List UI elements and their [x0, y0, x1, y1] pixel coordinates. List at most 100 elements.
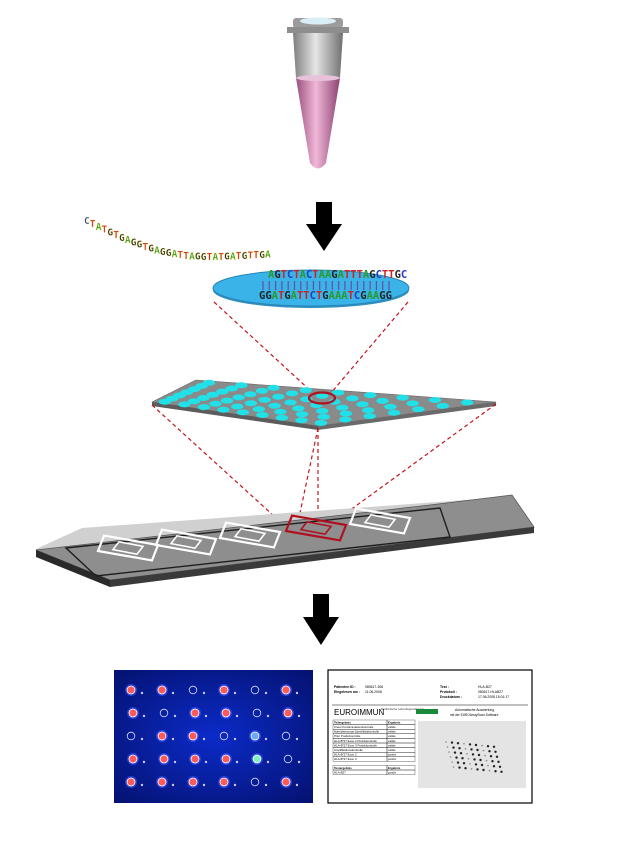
- strand-base: G: [160, 247, 166, 258]
- mini-scan-spot: [450, 741, 454, 744]
- scan-spot: [281, 777, 291, 787]
- chip-spot: [187, 398, 201, 405]
- down-arrow-2: [303, 594, 339, 645]
- chip-spot: [256, 412, 269, 418]
- mini-scan-spot: [489, 755, 493, 758]
- scan-spot: [126, 685, 136, 695]
- scan-spot-label: [264, 737, 268, 741]
- mini-scan-spot: [469, 763, 471, 765]
- report-field-value: 080617-HLAB27: [478, 690, 503, 694]
- mini-scan-spot: [494, 770, 497, 773]
- probe-base: A: [367, 290, 374, 302]
- auto-eval-subtitle: mit der EUROArrayScan-Software: [450, 713, 499, 717]
- table-cell-text: valide: [388, 748, 396, 752]
- probe-base: A: [268, 269, 275, 281]
- probe-base: G: [259, 290, 265, 302]
- chip-spot: [292, 405, 305, 412]
- mini-scan-spot: [485, 759, 488, 762]
- table-cell-text: HLA-B27: [334, 770, 346, 774]
- probe-base: T: [312, 269, 318, 281]
- mini-scan-spot: [464, 748, 467, 750]
- strand-base: T: [90, 219, 96, 230]
- mini-scan-spot: [446, 746, 449, 748]
- mini-scan-spot: [486, 745, 490, 748]
- scan-spot: [252, 754, 262, 764]
- chip-spot: [209, 400, 222, 407]
- slide-edge-front: [36, 550, 110, 587]
- chip-spot: [225, 385, 238, 392]
- scan-spot: [221, 708, 231, 718]
- scan-spot-label: [140, 737, 144, 741]
- scan-empty-spot: [281, 731, 291, 741]
- mini-scan-spot: [466, 753, 468, 755]
- chip-spot: [317, 413, 330, 420]
- chip-spot: [285, 390, 299, 397]
- strand-base: G: [242, 251, 248, 262]
- chip-spot: [406, 400, 419, 407]
- strand-base: G: [131, 238, 137, 249]
- reaction-tube: [287, 17, 349, 169]
- scan-spot-label: [235, 714, 239, 718]
- chip-spot: [396, 394, 409, 401]
- strand-base: A: [154, 245, 160, 256]
- mini-scan-spot: [497, 760, 500, 763]
- scan-background: [114, 670, 313, 803]
- array-chip: [151, 379, 497, 430]
- chip-spot: [356, 401, 369, 408]
- slide-edge-side: [110, 527, 534, 587]
- probe-bottom-sequence: GGATGATTCTGAAATCGAAGG: [259, 290, 392, 302]
- scan-empty-spot: [250, 777, 260, 787]
- strand-base: T: [253, 250, 259, 261]
- table-cell-text: Teilergebnis: [334, 720, 351, 724]
- probe-base: C: [310, 290, 316, 302]
- scan-empty-spot: [188, 685, 198, 695]
- mini-scan-spot: [463, 743, 465, 745]
- probe-base: C: [401, 269, 407, 281]
- scan-spot-label: [264, 691, 268, 695]
- chip-spot: [235, 382, 248, 389]
- chip-edge-left: [152, 402, 318, 430]
- scan-spot: [188, 731, 198, 741]
- report-field-value: HLA-B27: [478, 685, 492, 689]
- chip-spot: [362, 407, 375, 414]
- chip-spot: [339, 410, 353, 417]
- scan-spot-label: [233, 691, 237, 695]
- scan-spot-label: [233, 783, 237, 787]
- table-cell-text: valide: [388, 743, 396, 747]
- probe-base: A: [325, 269, 332, 281]
- mini-scan-spot: [471, 753, 475, 756]
- chip-spot: [316, 392, 329, 399]
- mini-scan-spot: [476, 768, 479, 771]
- reaction-field-inner: [299, 520, 333, 536]
- tube-liquid: [296, 78, 340, 169]
- scan-spot: [157, 777, 167, 787]
- probe-base: A: [373, 290, 380, 302]
- mini-scan-spot: [494, 750, 497, 753]
- strand-base: A: [213, 252, 219, 263]
- reaction-field: [218, 521, 282, 549]
- chip-spot: [363, 413, 376, 420]
- probe-base: C: [306, 269, 312, 281]
- strand-base: T: [113, 230, 119, 241]
- scan-spot: [221, 754, 231, 764]
- mini-scan-spot: [487, 764, 489, 767]
- report-field-value: 080617-306: [365, 685, 383, 689]
- strand-base: T: [248, 250, 254, 261]
- mini-scan-spot: [492, 765, 496, 768]
- mini-scan-spot: [481, 744, 483, 747]
- table-cell-text: Amplifikationskontrolle: [334, 748, 363, 752]
- scan-spot-label: [204, 714, 208, 718]
- chip-spot: [232, 394, 245, 401]
- chip-spot: [295, 417, 308, 424]
- chip-spot: [258, 396, 271, 403]
- scan-spot-label: [140, 691, 144, 695]
- zoom-line: [213, 301, 314, 394]
- mini-scan-spot: [467, 758, 470, 760]
- mini-scan-spot: [455, 756, 458, 759]
- report-status-bar: [416, 709, 438, 714]
- mini-scan-spot: [464, 767, 467, 770]
- euroimmun-logo: EUROIMMUN: [334, 708, 384, 717]
- strand-base: T: [177, 250, 183, 261]
- probe-base: G: [284, 290, 290, 302]
